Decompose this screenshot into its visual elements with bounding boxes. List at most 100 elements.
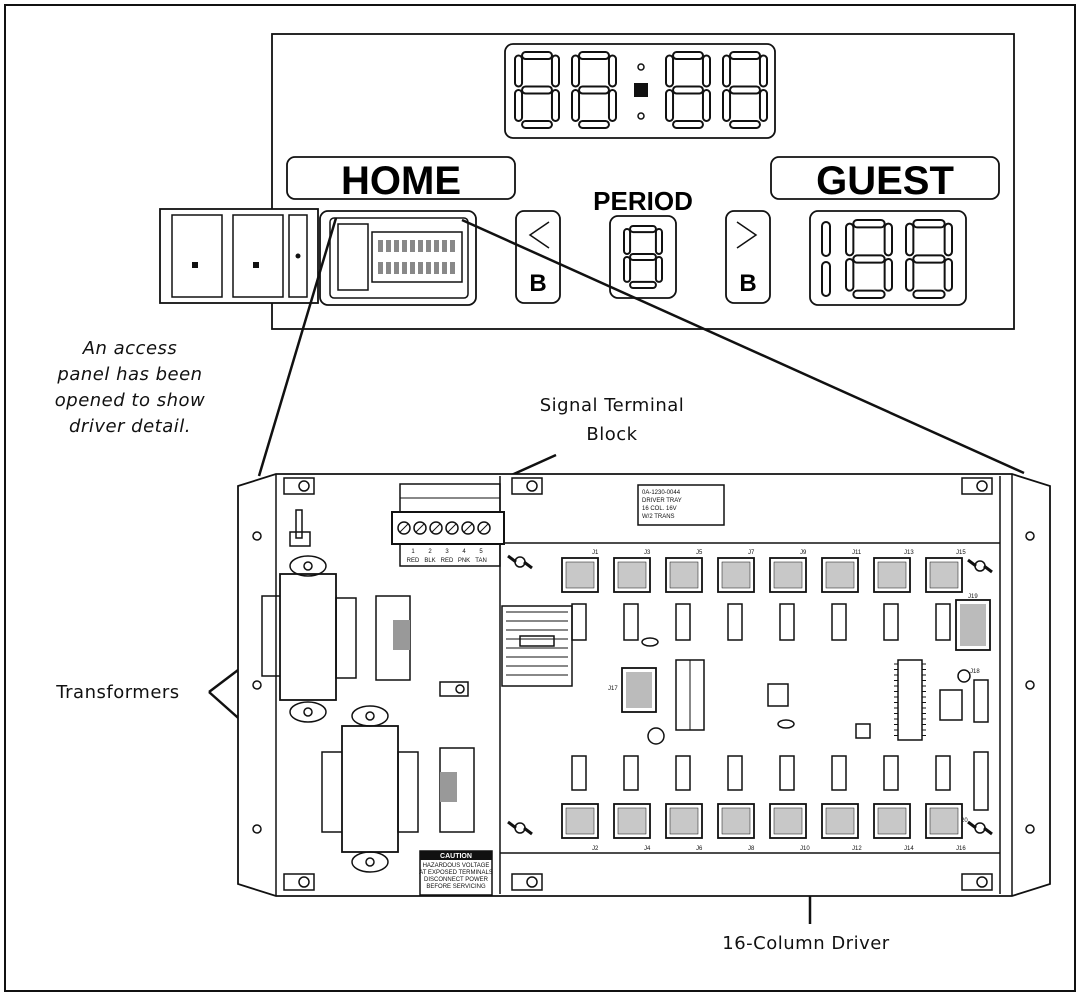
arrow-left-icon [528, 221, 550, 249]
terminal-screw [413, 521, 427, 535]
wing-nut-wings [967, 820, 993, 836]
mini-chip [450, 240, 455, 252]
guest-digit-2 [845, 219, 894, 300]
mini-chip [410, 240, 415, 252]
mini-chip [394, 240, 399, 252]
home-panel [286, 156, 516, 200]
clock-digit-3 [665, 51, 712, 129]
connector-label: J8 [748, 846, 755, 852]
ic-chip [727, 603, 743, 641]
home-label: HOME [341, 159, 461, 203]
terminal-color: PNK [458, 558, 470, 564]
mini-chip [386, 240, 391, 252]
connector-label: J10 [800, 846, 810, 852]
terminal-color: RED [441, 558, 454, 564]
heat-sink-slot [519, 635, 555, 647]
connector-pins [721, 561, 751, 589]
ic-chip [883, 755, 899, 791]
connector-label: J12 [852, 846, 862, 852]
ic-chip [935, 755, 951, 791]
connector-label: J16 [956, 846, 966, 852]
bonus-left-label: B [529, 270, 546, 297]
period-digit [623, 225, 663, 290]
mounting-screw [976, 480, 988, 492]
ic-chip [675, 603, 691, 641]
caution-line-3: DISCONNECT POWER [424, 877, 489, 883]
terminal-color: TAN [475, 558, 487, 564]
mounting-screw [298, 876, 310, 888]
mounting-bracket [511, 477, 543, 495]
transformer-bottom [321, 705, 419, 873]
tray-label-line-1: 0A-1230-0044 [642, 490, 681, 496]
connector-label: J6 [696, 846, 703, 852]
terminal-screw [429, 521, 443, 535]
ic-chip [831, 603, 847, 641]
mini-chip [394, 262, 399, 274]
terminal-screw [445, 521, 459, 535]
connector-label: J5 [696, 550, 703, 556]
guest-digit-1-upper [821, 221, 831, 257]
connector-j18-label: J18 [970, 669, 980, 675]
signal-terminal-label-1: Signal Terminal [540, 395, 685, 416]
terminal-screw [397, 521, 411, 535]
tray-label: 0A-1230-0044 DRIVER TRAY 16 COL. 16V W/2… [637, 484, 725, 526]
access-note-line-1: An access [82, 338, 178, 359]
caution-title: CAUTION [440, 853, 472, 860]
mounting-bracket [283, 873, 315, 891]
terminal-number: 1 [411, 549, 415, 555]
ic-chip [623, 603, 639, 641]
clock-digit-4 [722, 51, 769, 129]
driver-label: 16-Column Driver [722, 933, 890, 954]
connector-pins [617, 561, 647, 589]
connector-label: J14 [904, 846, 914, 852]
mounting-bracket [961, 873, 993, 891]
mounting-screw [526, 480, 538, 492]
guest-digit-1-lower [821, 261, 831, 297]
ic-chip [675, 755, 691, 791]
clock-digit-2 [571, 51, 618, 129]
connector-pins [929, 807, 959, 835]
guest-panel [770, 156, 1000, 200]
access-note-line-2: panel has been [56, 364, 202, 385]
removed-access-panel [159, 208, 319, 304]
connector-pins [773, 807, 803, 835]
access-note-line-3: opened to show [55, 390, 205, 411]
tray-label-line-3: 16 COL. 16V [642, 506, 677, 512]
ic-chip [935, 603, 951, 641]
mini-chip [442, 240, 447, 252]
ic-chip [779, 755, 795, 791]
bonus-right-panel [725, 210, 771, 304]
wing-nut-wings [967, 558, 993, 574]
access-panel-note: An access panel has been opened to show … [55, 338, 205, 437]
connector-pins [617, 807, 647, 835]
ic-chip [571, 603, 587, 641]
connector-pins [773, 561, 803, 589]
connector-j17-label: J17 [608, 686, 618, 692]
caution-line-1: HAZARDOUS VOLTAGE [423, 863, 490, 869]
transformer-top [261, 555, 357, 723]
connector-pins [669, 561, 699, 589]
terminal-number: 2 [428, 549, 432, 555]
guest-label: GUEST [816, 159, 954, 203]
mini-chip [402, 262, 407, 274]
mini-chip [418, 262, 423, 274]
connector-label: J11 [852, 550, 862, 556]
bonus-left-panel [515, 210, 561, 304]
mini-chip [434, 262, 439, 274]
connector-pins [721, 807, 751, 835]
tray-label-line-4: W/2 TRANS [642, 514, 675, 520]
mounting-screw [976, 876, 988, 888]
connector-pins [929, 561, 959, 589]
connector-j20-label: J20 [958, 818, 968, 824]
mounting-bracket [283, 477, 315, 495]
connector-pins [877, 561, 907, 589]
mini-chip [426, 262, 431, 274]
connector-pins [669, 807, 699, 835]
ic-chip [623, 755, 639, 791]
connector-label: J9 [800, 550, 807, 556]
wing-nut-wings [507, 820, 533, 836]
home-score-access-opening [319, 210, 477, 306]
